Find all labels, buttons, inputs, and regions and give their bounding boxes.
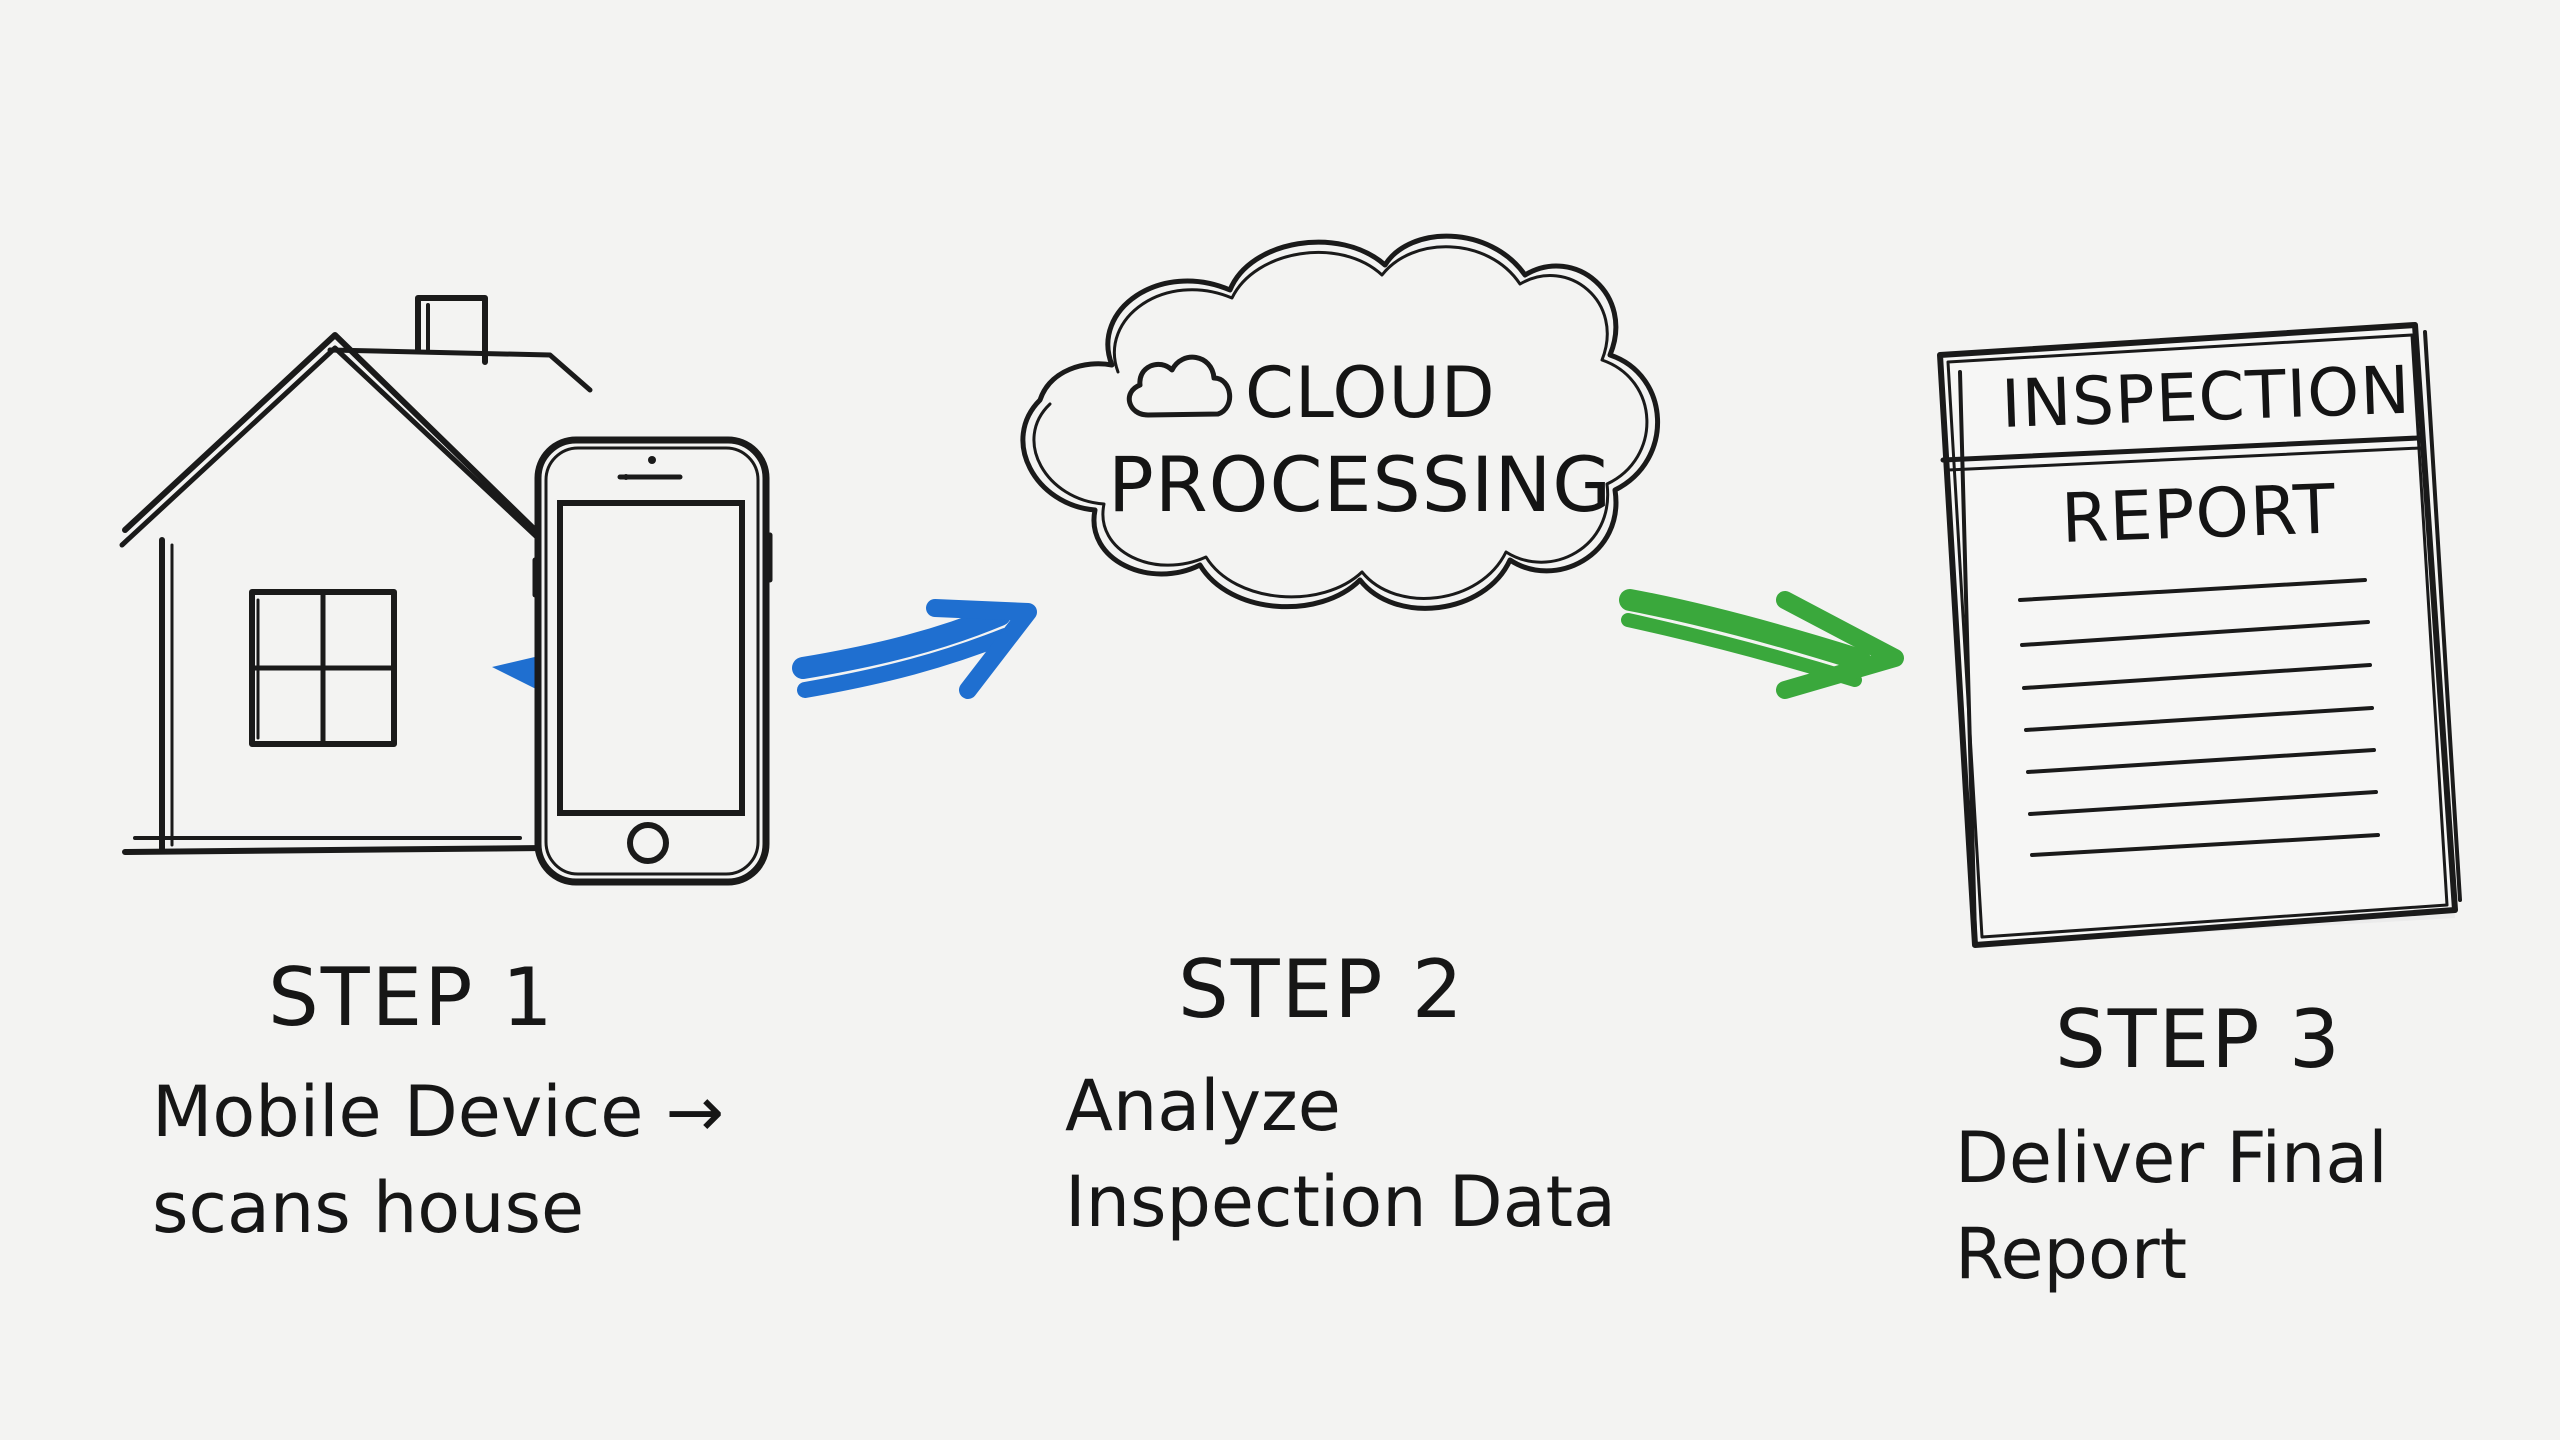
cloud-shape [1020, 233, 1661, 611]
cloud-icon [1126, 354, 1233, 418]
step-3-description-line1: Deliver Final [1955, 1117, 2388, 1199]
house-icon [119, 295, 593, 855]
report-subheading: REPORT [2060, 470, 2338, 559]
step-2-title: STEP 2 [1178, 943, 1465, 1036]
step-2-description-line1: Analyze [1065, 1065, 1341, 1147]
document-icon [1937, 322, 2462, 948]
cloud-label-line1: CLOUD [1245, 352, 1496, 434]
step-1-title: STEP 1 [268, 951, 555, 1044]
step-3-description-line2: Report [1955, 1213, 2188, 1295]
step-2-description-line2: Inspection Data [1065, 1161, 1616, 1243]
step-1-description-line2: scans house [152, 1167, 585, 1249]
arrow-step2-to-step3 [1619, 589, 1904, 699]
smartphone-icon [532, 436, 773, 886]
cloud-label-line2: PROCESSING [1108, 440, 1613, 529]
report-heading: INSPECTION [2000, 351, 2412, 443]
arrow-step1-to-step2 [792, 599, 1037, 699]
step-1-description-line1: Mobile Device → [152, 1071, 725, 1153]
step-3-title: STEP 3 [2055, 993, 2342, 1086]
